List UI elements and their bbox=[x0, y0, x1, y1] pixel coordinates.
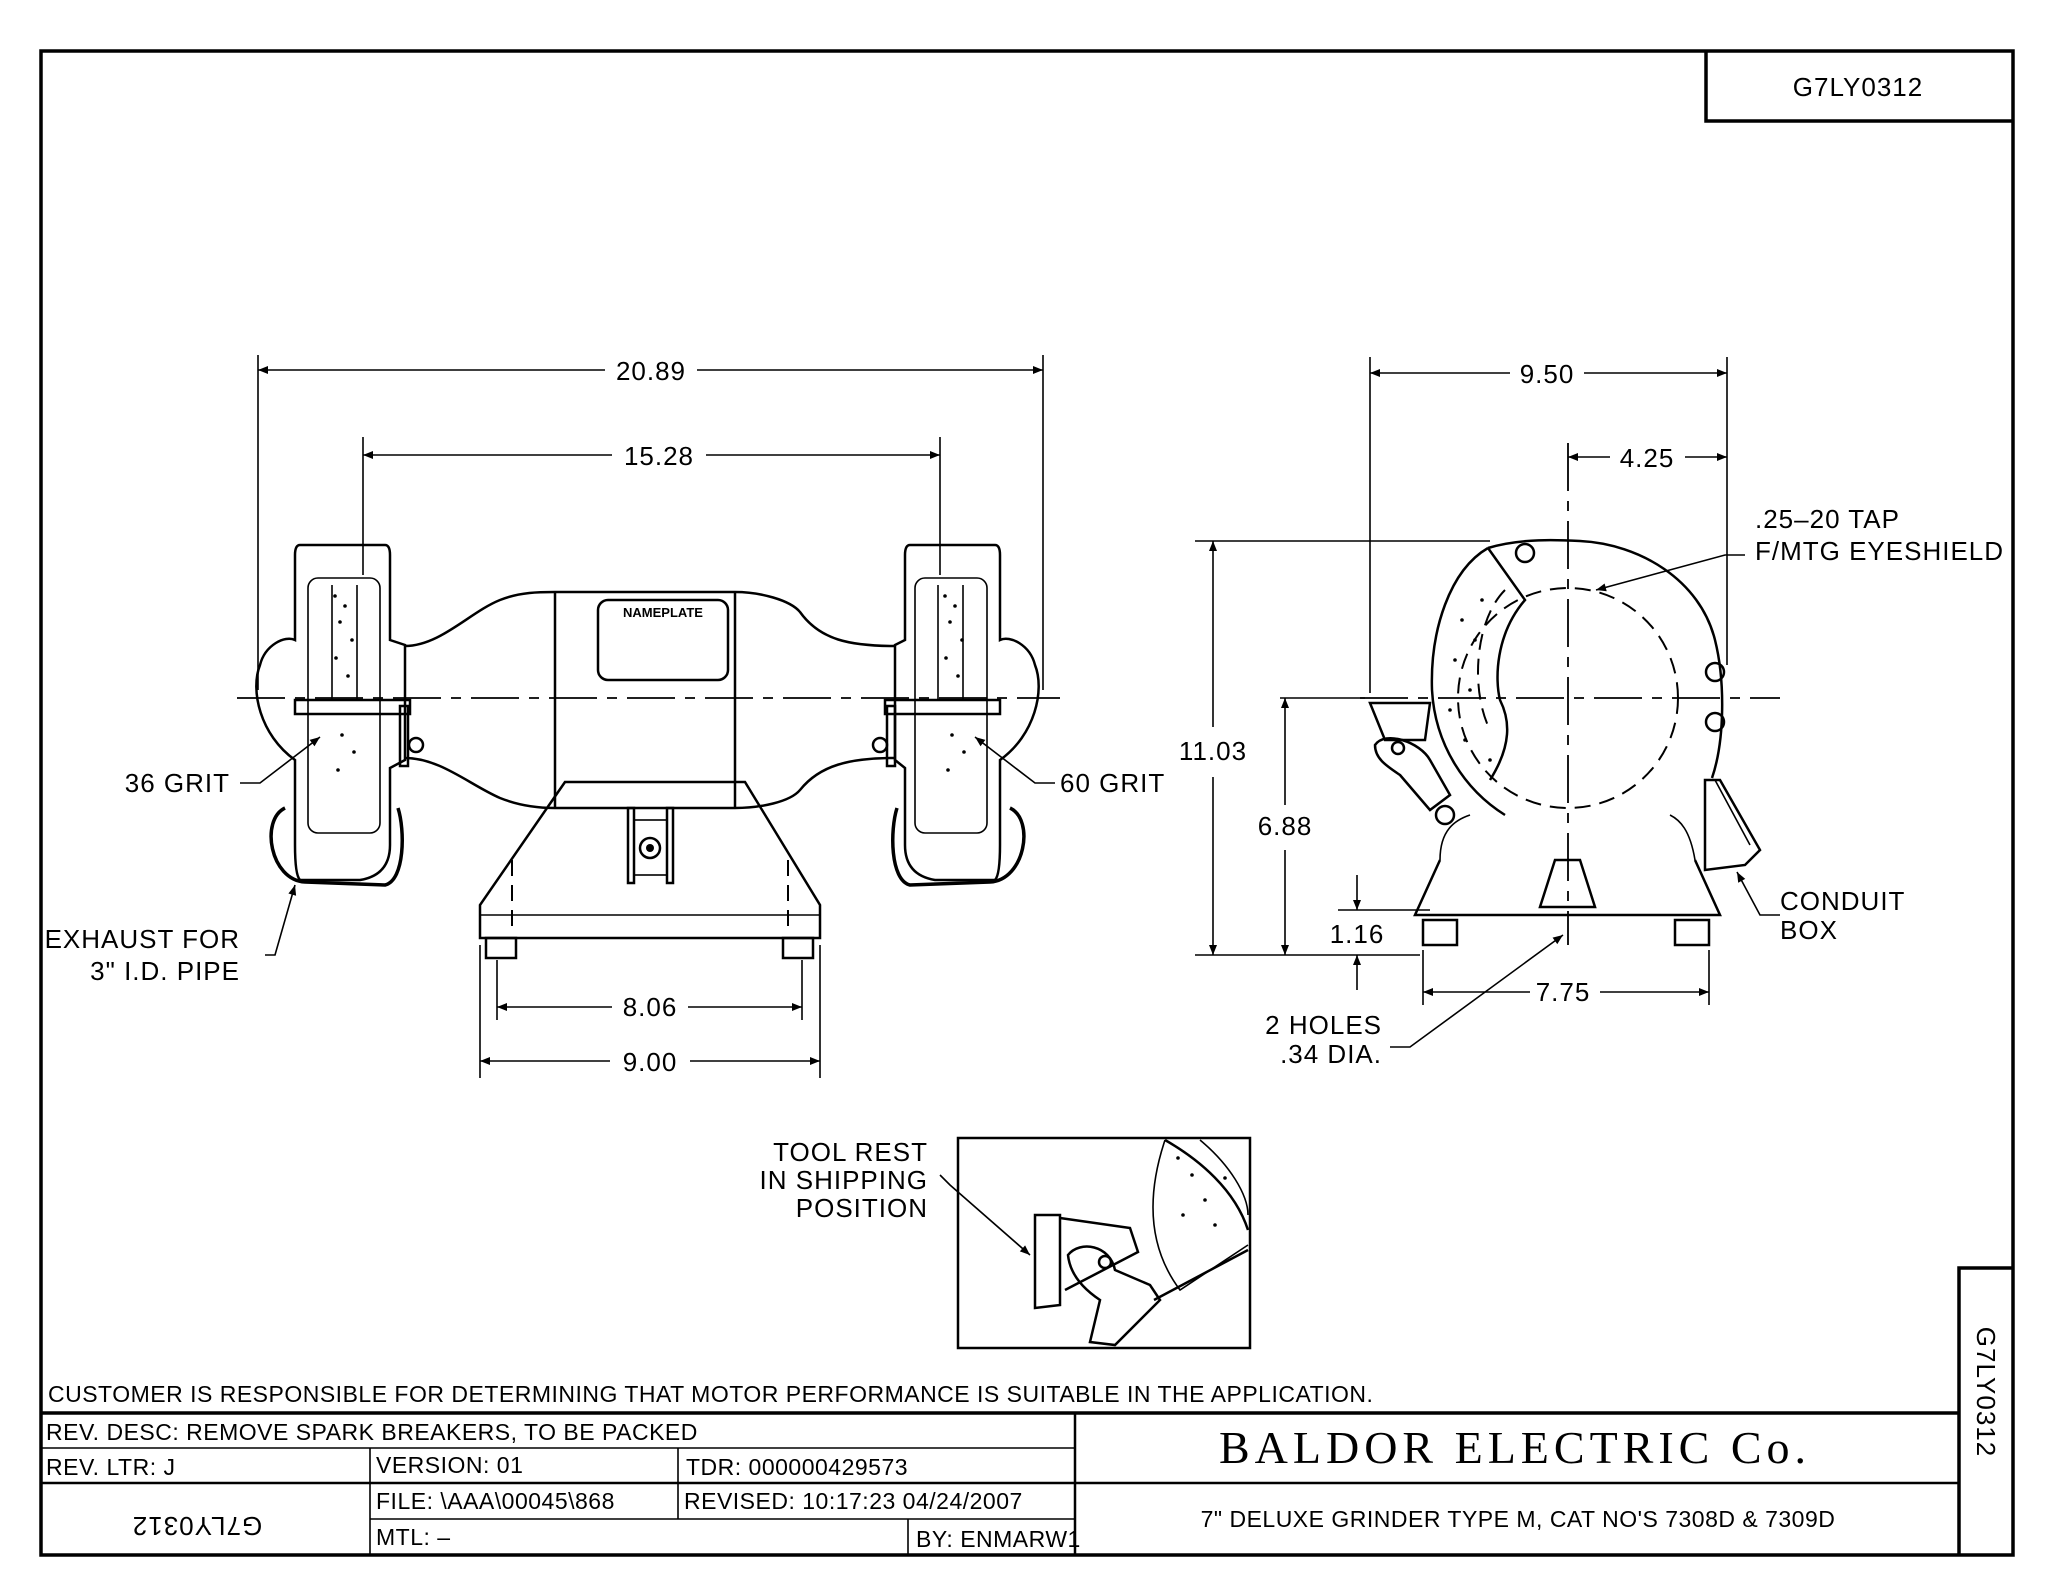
drawing-number-box: G7LY0312 bbox=[1704, 51, 2013, 123]
label-conduit-line2: BOX bbox=[1780, 915, 1838, 945]
dim-base-inner-value: 8.06 bbox=[623, 992, 678, 1022]
dim-shaft-height-value: 6.88 bbox=[1258, 811, 1313, 841]
customer-note: CUSTOMER IS RESPONSIBLE FOR DETERMINING … bbox=[48, 1381, 1373, 1407]
mtl: MTL: – bbox=[376, 1524, 451, 1550]
dim-base-outer: 9.00 bbox=[479, 945, 821, 1078]
drawn-by: BY: ENMARW1 bbox=[916, 1526, 1081, 1552]
right-wheel-guard bbox=[871, 543, 1040, 887]
version: VERSION: 01 bbox=[376, 1452, 523, 1478]
dim-overall-width-value: 20.89 bbox=[616, 356, 686, 386]
label-exhaust-line1: EXHAUST FOR bbox=[45, 924, 240, 954]
label-tap-line1: .25–20 TAP bbox=[1755, 504, 1900, 534]
side-housing bbox=[1368, 538, 1762, 947]
dim-base-outer-value: 9.00 bbox=[623, 1047, 678, 1077]
leader-exhaust: EXHAUST FOR 3" I.D. PIPE bbox=[45, 884, 297, 986]
label-conduit-line1: CONDUIT bbox=[1780, 886, 1905, 916]
sheet-border bbox=[39, 49, 2015, 1557]
dim-overall-width: 20.89 bbox=[257, 355, 1044, 690]
leader-conduit: CONDUIT BOX bbox=[1736, 871, 1905, 945]
label-tool-rest-line2: IN SHIPPING bbox=[760, 1165, 928, 1195]
nameplate-frame bbox=[596, 598, 730, 682]
title-block: REV. DESC: REMOVE SPARK BREAKERS, TO BE … bbox=[41, 1411, 1959, 1555]
dim-base-value: 7.75 bbox=[1536, 977, 1591, 1007]
dim-height: 11.03 bbox=[1179, 540, 1490, 956]
rev-desc: REV. DESC: REMOVE SPARK BREAKERS, TO BE … bbox=[46, 1419, 698, 1445]
vertical-number-box: G7LY0312 bbox=[1957, 1266, 2013, 1555]
label-tool-rest-line1: TOOL REST bbox=[773, 1137, 928, 1167]
file-path: FILE: \AAA\00045\868 bbox=[376, 1488, 615, 1514]
dim-offset-value: 4.25 bbox=[1620, 443, 1675, 473]
dim-wheel-centers-value: 15.28 bbox=[624, 441, 694, 471]
label-holes-line2: .34 DIA. bbox=[1280, 1039, 1382, 1069]
dim-shaft-height: 6.88 bbox=[1258, 697, 1365, 955]
nameplate-label: NAMEPLATE bbox=[623, 605, 703, 620]
product-description: 7" DELUXE GRINDER TYPE M, CAT NO'S 7308D… bbox=[1201, 1506, 1836, 1532]
leader-tap: .25–20 TAP F/MTG EYESHIELD bbox=[1595, 504, 2004, 592]
front-view: NAMEPLATE bbox=[45, 355, 1165, 1078]
dim-foot-value: 1.16 bbox=[1330, 919, 1385, 949]
tdr: TDR: 000000429573 bbox=[686, 1454, 908, 1480]
leader-60-grit: 60 GRIT bbox=[974, 736, 1165, 798]
front-base bbox=[478, 780, 822, 960]
company-name: BALDOR ELECTRIC Co. bbox=[1219, 1422, 1811, 1473]
label-tap-line2: F/MTG EYESHIELD bbox=[1755, 536, 2004, 566]
revised-date: REVISED: 10:17:23 04/24/2007 bbox=[684, 1488, 1023, 1514]
rev-ltr: REV. LTR: J bbox=[46, 1454, 175, 1480]
dim-depth: 9.50 bbox=[1369, 357, 1728, 693]
left-wheel-guard bbox=[255, 543, 425, 887]
dim-offset: 4.25 bbox=[1568, 443, 1727, 473]
dim-base: 7.75 bbox=[1422, 950, 1710, 1007]
side-view: 9.50 4.25 11.03 6.88 1.16 bbox=[1179, 357, 2004, 1069]
label-exhaust-line2: 3" I.D. PIPE bbox=[90, 956, 240, 986]
dim-height-value: 11.03 bbox=[1179, 736, 1247, 766]
leader-36-grit: 36 GRIT bbox=[125, 736, 321, 798]
label-36-grit: 36 GRIT bbox=[125, 768, 230, 798]
drawing-number-vertical: G7LY0312 bbox=[1971, 1327, 2001, 1457]
leader-holes: 2 HOLES .34 DIA. bbox=[1265, 934, 1564, 1069]
drawing-number-mirrored: G7LY0312 bbox=[132, 1511, 262, 1541]
dim-base-inner: 8.06 bbox=[496, 960, 803, 1022]
motor-body: NAMEPLATE bbox=[404, 590, 896, 810]
dim-depth-value: 9.50 bbox=[1520, 359, 1575, 389]
dim-wheel-centers: 15.28 bbox=[362, 437, 941, 575]
tool-rest-detail: TOOL REST IN SHIPPING POSITION bbox=[760, 1136, 1252, 1350]
dim-foot: 1.16 bbox=[1330, 875, 1430, 990]
label-60-grit: 60 GRIT bbox=[1060, 768, 1165, 798]
drawing-number: G7LY0312 bbox=[1793, 72, 1923, 102]
label-holes-line1: 2 HOLES bbox=[1265, 1010, 1382, 1040]
label-tool-rest-line3: POSITION bbox=[796, 1193, 928, 1223]
